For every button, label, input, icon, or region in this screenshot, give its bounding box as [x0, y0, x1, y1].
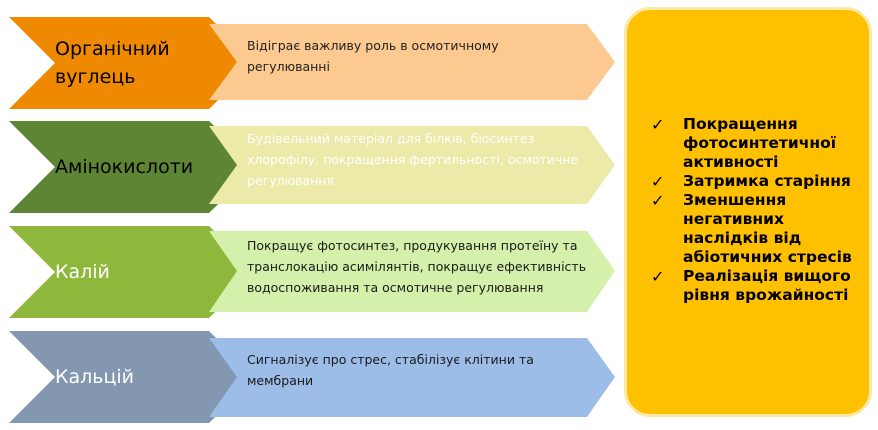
chevron-label: Органічний вуглець	[55, 38, 170, 88]
summary-item-text: Реалізація вищого рівня врожайності	[683, 267, 851, 304]
summary-item: ✓ Покращення фотосинтетичної активності	[651, 115, 863, 172]
chevron-shape	[9, 121, 256, 213]
chevron-label: Амінокислоти	[55, 156, 194, 178]
chevron-amino-acids: Амінокислоти	[9, 121, 256, 213]
chevron-label: Калій	[55, 261, 110, 283]
checkmark-icon: ✓	[651, 191, 665, 210]
description-arrow-potassium: Покращує фотосинтез, продукування протеї…	[209, 231, 615, 312]
description-arrow-calcium: Сигналізує про стрес, стабілізує клітини…	[209, 338, 615, 417]
description-text: Сигналізує про стрес, стабілізує клітини…	[247, 352, 534, 388]
chevron-potassium: Калій	[9, 226, 256, 318]
chevron-label: Кальцій	[55, 366, 135, 388]
summary-item-text: Затримка старіння	[683, 172, 851, 190]
description-arrow-organic-carbon: Відіграє важливу роль в осмотичному регу…	[209, 24, 615, 100]
description-text: Покращує фотосинтез, продукування протеї…	[247, 238, 587, 295]
description-text: Відіграє важливу роль в осмотичному регу…	[247, 38, 499, 74]
summary-item: ✓ Реалізація вищого рівня врожайності	[651, 267, 863, 305]
checkmark-icon: ✓	[651, 115, 665, 134]
summary-box: ✓ Покращення фотосинтетичної активності …	[624, 7, 872, 417]
description-arrow-amino-acids: Будівельний матеріал для білків, біосинт…	[209, 126, 615, 204]
summary-list: ✓ Покращення фотосинтетичної активності …	[651, 115, 863, 305]
chevron-shape	[9, 331, 256, 423]
arrow-shape	[209, 231, 615, 312]
checkmark-icon: ✓	[651, 267, 665, 286]
description-text: Будівельний матеріал для білків, біосинт…	[247, 131, 579, 188]
arrow-shape	[209, 24, 615, 100]
summary-item: ✓ Зменшення негативних наслідків від абі…	[651, 191, 863, 267]
arrow-shape	[209, 126, 615, 204]
summary-item: ✓ Затримка старіння	[651, 172, 863, 191]
arrow-shape	[209, 338, 615, 417]
checkmark-icon: ✓	[651, 172, 665, 191]
chevron-shape	[9, 226, 256, 318]
chevron-organic-carbon: Органічний вуглець	[9, 17, 256, 109]
summary-item-text: Зменшення негативних наслідків від абіот…	[683, 191, 852, 266]
summary-item-text: Покращення фотосинтетичної активності	[683, 115, 837, 171]
chevron-shape	[9, 17, 256, 109]
chevron-calcium: Кальцій	[9, 331, 256, 423]
